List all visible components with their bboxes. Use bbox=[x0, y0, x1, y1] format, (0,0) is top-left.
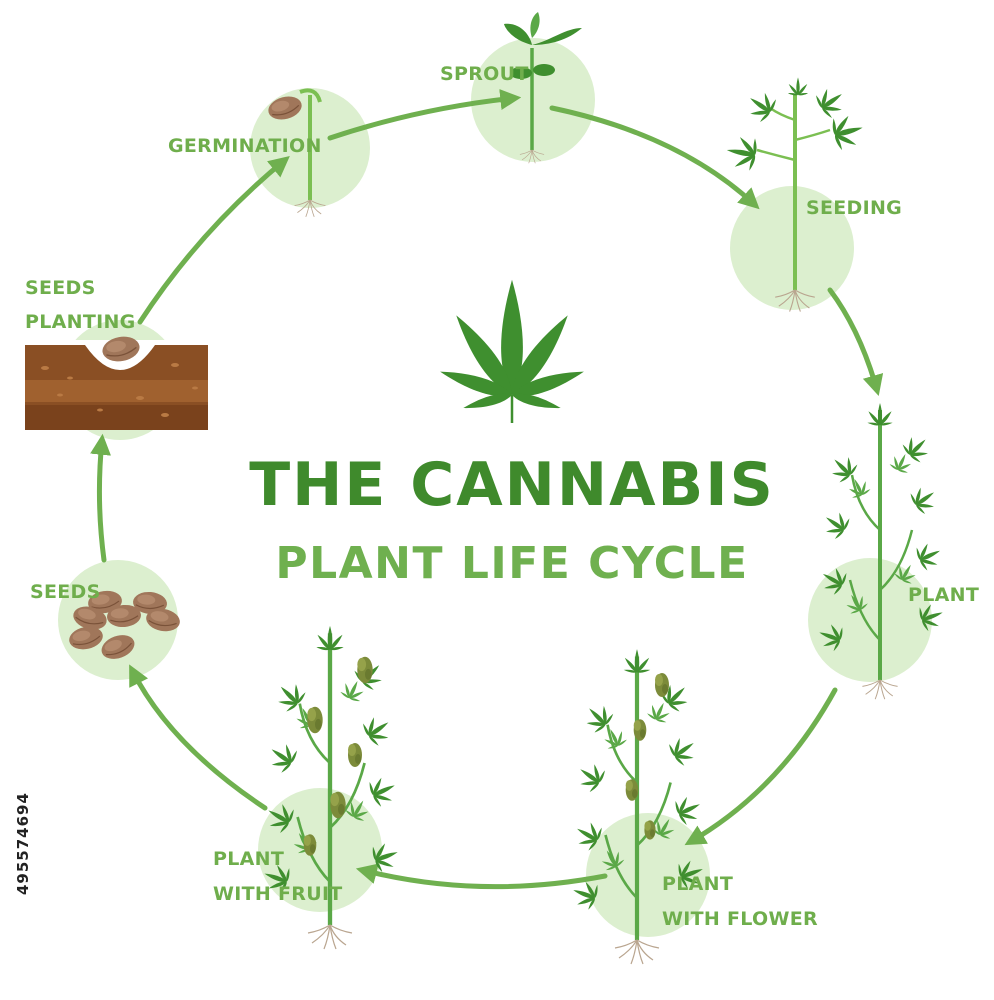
arrow-seeds-to-planting bbox=[90, 433, 111, 563]
label-plant: PLANT bbox=[908, 584, 979, 606]
label-plant-with-flower-line1: PLANT bbox=[662, 873, 733, 895]
seeding-plant-icon bbox=[724, 77, 867, 313]
watermark-id: 495574694 bbox=[14, 792, 32, 895]
label-seeding: SEEDING bbox=[806, 197, 902, 219]
label-sprout: SPROUT bbox=[440, 63, 529, 85]
label-seeds-planting-line2: PLANTING bbox=[25, 311, 136, 333]
label-germination: GERMINATION bbox=[168, 135, 322, 157]
label-seeds: SEEDS bbox=[30, 581, 101, 603]
cannabis-leaf-icon bbox=[438, 280, 586, 423]
sprout-icon bbox=[504, 12, 582, 164]
label-plant-with-fruit-line2: WITH FRUIT bbox=[213, 883, 343, 905]
label-plant-with-flower-line2: WITH FLOWER bbox=[662, 908, 818, 930]
title-line2: PLANT LIFE CYCLE bbox=[275, 538, 748, 589]
arrow-germination-to-sprout bbox=[327, 89, 522, 141]
plant-with-flower-circle bbox=[586, 813, 710, 937]
arrow-fruit-to-seeds bbox=[129, 664, 268, 811]
label-seeds-planting-line1: SEEDS bbox=[25, 277, 96, 299]
seeding-circle bbox=[730, 186, 854, 310]
arrow-flower-to-fruit bbox=[355, 863, 608, 890]
arrow-planting-to-germination bbox=[137, 155, 290, 325]
arrow-sprout-to-seeding bbox=[549, 105, 760, 210]
germination-seed-icon bbox=[265, 88, 326, 218]
cycle-arrows bbox=[90, 89, 884, 890]
arrow-plant-to-flower bbox=[684, 687, 838, 846]
title-line1: THE CANNABIS bbox=[249, 450, 775, 520]
arrow-seeding-to-plant bbox=[827, 287, 884, 397]
label-plant-with-fruit-line1: PLANT bbox=[213, 848, 284, 870]
soil-icon bbox=[25, 333, 208, 430]
